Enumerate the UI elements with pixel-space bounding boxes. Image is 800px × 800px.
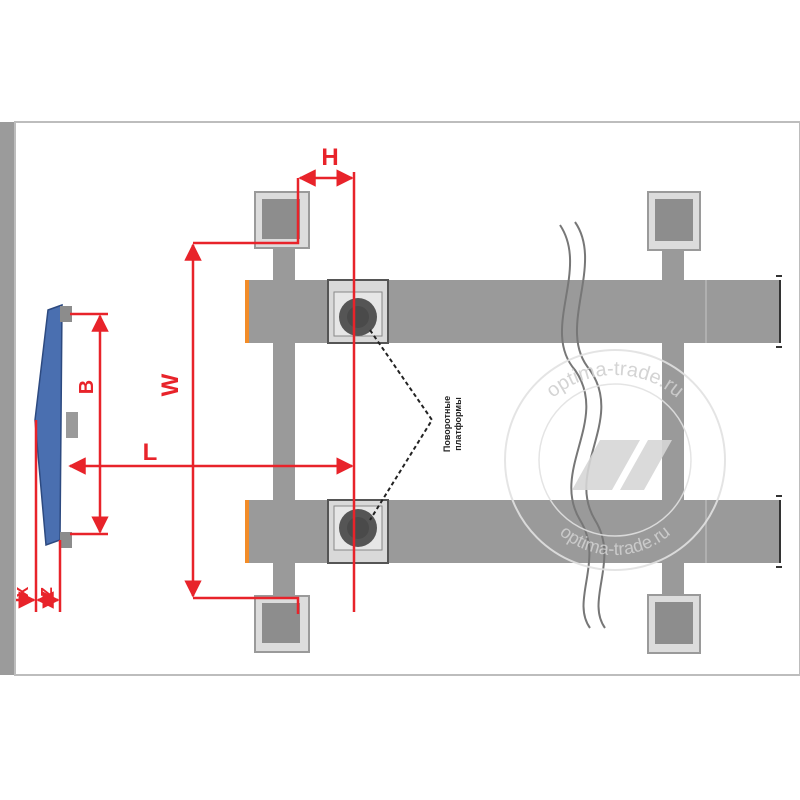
dimension-lines (16, 169, 356, 614)
dim-label-l: L (143, 439, 158, 466)
annotation-line-1: Поворотные (442, 396, 452, 452)
turntable-leader (369, 329, 434, 521)
break-line-1 (559, 224, 591, 629)
dim-label-b: B (76, 380, 98, 394)
dim-label-w: W (157, 373, 184, 396)
watermark-logo-icon (572, 440, 672, 490)
annotation-line-2: платформы (453, 397, 463, 451)
break-line-2 (574, 221, 606, 629)
post-base-bottom-right (647, 594, 701, 654)
runway-bottom (245, 495, 782, 568)
left-wall (0, 122, 15, 675)
dim-label-z: Z (39, 587, 56, 597)
aligner-equipment (34, 303, 78, 548)
post-base-top-left (254, 191, 310, 249)
post-base-top-right (647, 191, 701, 251)
dim-label-x: X (15, 586, 32, 597)
turntable-top (333, 291, 383, 337)
dim-label-h: H (321, 144, 338, 171)
runway-top (245, 275, 782, 348)
turntable-annotation: Поворотные платформы (442, 396, 463, 452)
post-base-bottom-left (254, 595, 310, 653)
